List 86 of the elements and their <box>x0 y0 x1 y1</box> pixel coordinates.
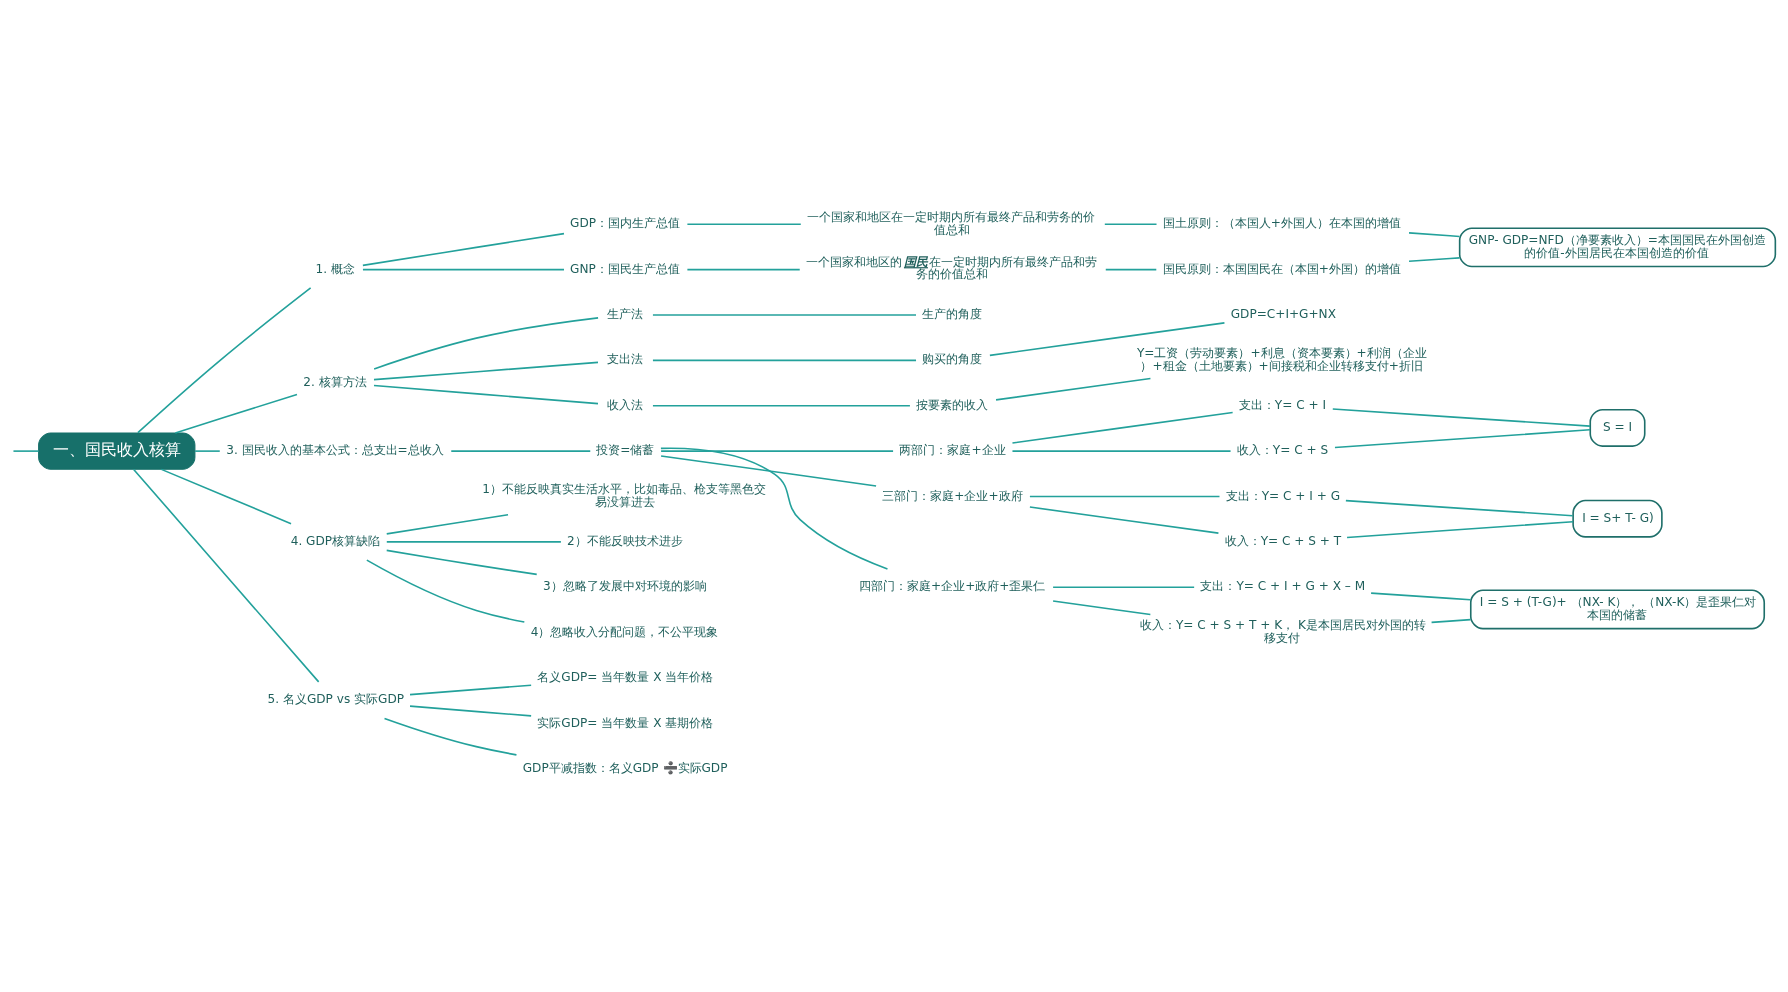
node-box: 一、国民收入核算 <box>38 431 196 470</box>
connector <box>362 232 565 266</box>
connector <box>409 704 532 717</box>
node-text: 2）不能反映技术进步 <box>567 533 683 548</box>
node-text: 国土原则：（本国人+外国人）在本国的增值 <box>1162 215 1401 230</box>
connector <box>12 449 40 452</box>
connector <box>1408 256 1461 262</box>
connector <box>1052 599 1152 615</box>
connector <box>1029 495 1221 497</box>
connector <box>1334 428 1591 448</box>
node-box: S = I <box>1589 408 1646 447</box>
node-text: 实际GDP= 当年数量 X 基期价格 <box>537 715 714 730</box>
node-text: 一个国家和地区在一定时期内所有最终产品和劳务的价值总和 <box>807 209 1096 237</box>
connector <box>1345 499 1574 517</box>
connector <box>652 359 917 361</box>
connector <box>1331 407 1591 427</box>
node-text: 3）忽略了发展中对环境的影响 <box>542 578 707 593</box>
connector <box>174 393 298 434</box>
node-text: 收入：Y= C + S + T <box>1224 533 1342 548</box>
node-text: GDP平减指数：名义GDP ➗实际GDP <box>522 760 728 775</box>
connector <box>1029 505 1220 534</box>
connector <box>686 222 802 225</box>
connector <box>362 268 565 270</box>
connector <box>1430 618 1472 623</box>
node-text: 一个国家和地区的国民在一定时期内所有最终产品和劳务的价值总和 <box>806 254 1098 281</box>
node-text: 四部门：家庭+企业+政府+歪果仁 <box>859 578 1046 593</box>
node-text: 购买的角度 <box>922 351 983 366</box>
connector <box>1011 411 1234 444</box>
connector <box>995 377 1152 401</box>
node-text: 收入：Y= C + S + T + K， K是本国居民对外国的转移支付 <box>1139 617 1426 645</box>
node-text: 3. 国民收入的基本公式：总支出=总收入 <box>226 442 444 457</box>
connector <box>1408 231 1461 237</box>
node-text: GNP：国民生产总值 <box>570 261 680 276</box>
node-text: 5. 名义GDP vs 实际GDP <box>267 691 405 706</box>
node-text: 1. 概念 <box>315 261 355 276</box>
connector <box>660 449 894 452</box>
connector <box>137 286 312 433</box>
connector <box>989 321 1226 356</box>
node-text: GDP=C+I+G+NX <box>1230 306 1336 321</box>
connector <box>385 549 538 575</box>
connector <box>686 268 801 270</box>
connector <box>660 446 889 570</box>
connector <box>660 454 877 487</box>
node-text: 两部门：家庭+企业 <box>899 442 1006 457</box>
connector <box>385 513 509 535</box>
node-text: GDP：国内生产总值 <box>570 215 681 230</box>
connector <box>373 384 599 404</box>
connector <box>160 468 292 524</box>
node-text: 支出：Y= C + I <box>1238 397 1326 412</box>
connector <box>409 683 532 695</box>
connector <box>366 558 526 623</box>
node-text: 支出：Y= C + I + G + X – M <box>1200 578 1366 593</box>
connector <box>132 468 320 683</box>
connector <box>1104 268 1158 270</box>
connector <box>652 313 917 316</box>
node-text: 收入法 <box>606 397 643 412</box>
node-text: 2. 核算方法 <box>303 374 367 389</box>
connector <box>194 449 221 452</box>
connector <box>1346 520 1574 538</box>
node-text: 4）忽略收入分配问题，不公平现象 <box>530 624 719 639</box>
node-box: I = S + (T-G)+ （NX- K）， （NX-K）是歪果仁对本国的储蓄 <box>1469 589 1766 629</box>
connector <box>1370 591 1472 601</box>
node-text: 投资=储蓄 <box>596 442 655 457</box>
connector <box>450 449 592 452</box>
connector <box>1052 585 1195 588</box>
node-text: 生产法 <box>606 306 643 321</box>
node-box: GNP- GDP=NFD（净要素收入）=本国国民在外国创造的价值-外国居民在本国创造的价值 <box>1458 226 1777 267</box>
connector <box>385 540 562 543</box>
node-text: 按要素的收入 <box>916 397 989 412</box>
node-text: 支出：Y= C + I + G <box>1225 488 1341 503</box>
node-text: 三部门：家庭+企业+政府 <box>882 488 1023 503</box>
node-text: 4. GDP核算缺陷 <box>290 533 381 548</box>
connector <box>373 316 599 370</box>
node-text: 1）不能反映真实生活水平，比如毒品、枪支等黑色交易没算进去 <box>482 481 767 509</box>
node-text: 生产的角度 <box>922 306 983 321</box>
connector <box>373 361 599 380</box>
node-text: 名义GDP= 当年数量 X 当年价格 <box>537 669 714 684</box>
connector <box>1104 222 1158 225</box>
connector <box>1011 449 1232 452</box>
node-text: 收入：Y= C + S <box>1236 442 1329 457</box>
connector <box>652 404 911 407</box>
node-text: 支出法 <box>606 351 643 366</box>
node-text: 国民原则：本国国民在（本国+外国）的增值 <box>1162 261 1401 276</box>
node-box: I = S+ T- G) <box>1572 499 1663 538</box>
node-text: Y=工资（劳动要素）+利息（资本要素）+利润（企业）+租金（土地要素）+间接税和企业转移支付+折旧 <box>1136 345 1427 373</box>
connector <box>383 717 518 756</box>
